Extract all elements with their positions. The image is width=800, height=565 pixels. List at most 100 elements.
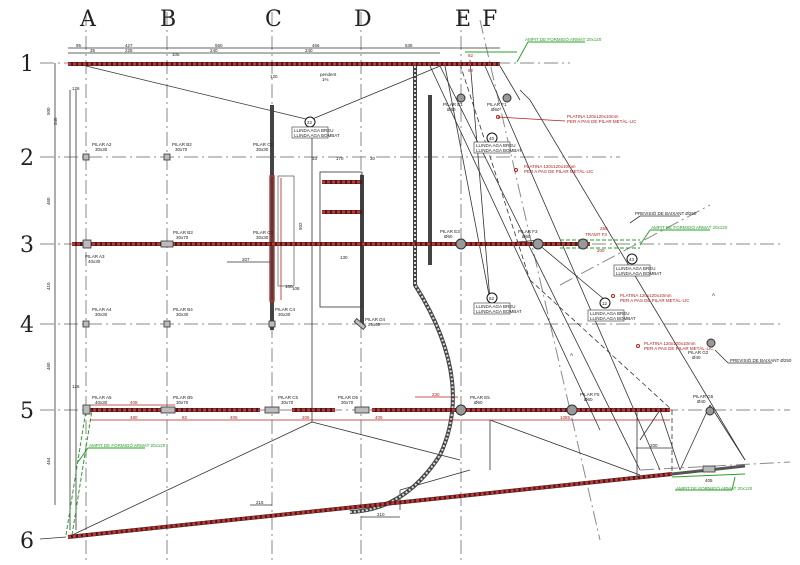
pillar-b4-label: PILAR B4 (173, 307, 193, 312)
plate-note-2: PER A PAS DE PILAR METÀL·LIC (567, 118, 637, 124)
parapets (65, 41, 746, 536)
column-label-f: F (482, 7, 497, 32)
lintel-tag-line2: LLINDA AGA BOMBAT (590, 316, 636, 321)
section-mark-a: A (570, 352, 573, 357)
pillar-g2-label: PILAR G2 (688, 350, 709, 355)
dimension: 500 (46, 107, 51, 115)
tag-number: 40 (489, 136, 495, 141)
dimension: 460 (46, 197, 51, 205)
dimension: 456 (312, 43, 320, 48)
plate-note: PLATINA 120x120x10mm (620, 293, 672, 298)
dimension: 405 (230, 415, 238, 420)
slab-outlines (67, 59, 746, 538)
dimension: 230 (432, 392, 440, 397)
dimensions: 95 427 550 456 535 35 225 105 240 120 24… (46, 43, 713, 518)
dimension: 82 (468, 68, 474, 73)
dimension: 535 (405, 43, 413, 48)
plate-note: PLATINA 120x120x10mm (567, 114, 619, 119)
plate-note-2: PER A PAS DE PILAR METÀL·LIC (620, 297, 690, 303)
dimension: 550 (215, 43, 223, 48)
lintel-tag-line1: LLINDA AGA BREU (590, 311, 630, 316)
tag-number: 52 (489, 296, 495, 301)
dimension: 62 (468, 53, 474, 58)
parapet-note: AMPIT DE FORMIGÓ ARMAT 20x120 (89, 442, 166, 448)
walls (54, 63, 432, 530)
pillar-f5-label: PILAR F5 (580, 392, 600, 397)
dimension: 35 (90, 48, 96, 53)
downpipe-note: PREVISIÓ DE BAIXANT Ø250 (730, 357, 792, 363)
row-label-3: 3 (20, 233, 34, 258)
row-labels: 1 2 3 4 5 6 (20, 52, 67, 554)
pillar-e3-label: PILAR E3 (440, 229, 460, 234)
pillar-a3-label: PILAR A3 (85, 254, 105, 259)
column-label-a: A (79, 7, 97, 32)
column-label-c: C (265, 7, 282, 32)
downpipe-note: PREVISIÓ DE BAIXANT Ø250 (635, 210, 697, 216)
lintel-tags: 22 LLINDA AGA BREU LLINDA AGA BOMBAT 40 … (291, 116, 662, 322)
columns (82, 93, 716, 416)
pillar-e5-label: PILAR E5 (470, 395, 490, 400)
dimension: 100 (285, 284, 293, 289)
lintel-tag-line1: LLINDA AGA BREU (476, 143, 516, 148)
dimension: 126 (72, 384, 80, 389)
tramt-label: TRAMT F3 (585, 232, 607, 237)
pillar-f1-label: PILAR F1 (487, 102, 507, 107)
dimension: 130 (340, 255, 348, 260)
plate-note-2: PER A PAS DE PILAR METÀL·LIC (524, 168, 594, 174)
pillar-b2-label: PILAR B2 (172, 142, 192, 147)
dimension: 126 (72, 86, 80, 91)
plate-note: PLATINA 120x120x10mm (644, 341, 696, 346)
lintel-tag-line2: LLINDA AGA BOMBAT (294, 133, 340, 138)
beams (67, 62, 746, 539)
lintel-tag-line1: LLINDA AGA BREU (294, 128, 334, 133)
dimension: 1085 (560, 415, 571, 420)
dimension: 170 (336, 156, 344, 161)
pillar-d5-label: PILAR D5 (338, 395, 359, 400)
row-label-5: 5 (20, 399, 34, 424)
tag-number: 43 (629, 257, 635, 262)
pillar-a2-label: PILAR A2 (92, 142, 112, 147)
parapet-note: AMPIT DE FORMIGÓ ARMAT 20x120 (676, 485, 753, 491)
dimension: 502 (298, 222, 303, 230)
dimension: 427 (125, 43, 133, 48)
slope-value: 1% (322, 77, 329, 82)
lintel-tag-line2: LLINDA AGA BOMBAT (616, 271, 662, 276)
dimension: 340 (53, 117, 58, 125)
lintel-tag-line1: LLINDA AGA BREU (616, 266, 656, 271)
dimension: 240 (305, 48, 313, 53)
dimension: 82 (182, 415, 188, 420)
pillar-c4-label: PILAR C4 (275, 307, 296, 312)
slope-note: pendent (320, 72, 337, 77)
row-label-4: 4 (20, 313, 34, 338)
dimension: 30 (370, 156, 376, 161)
section-mark-a: A (712, 292, 715, 297)
column-labels: A B C D E F (79, 7, 497, 32)
pillar-d4-label: PILAR D4 (365, 317, 386, 322)
dimension: 200 (597, 248, 605, 253)
dimension: 105 (172, 52, 180, 57)
pillar-c2-label: PILAR C2 (253, 142, 274, 147)
parapet-note: AMPIT DE FORMIGÓ ARMAT 20x120 (651, 224, 728, 230)
column-label-e: E (455, 7, 471, 32)
lintel-tag-line2: LLINDA AGA BOMBAT (476, 148, 522, 153)
plate-note: PLATINA 120x120x10mm (524, 164, 576, 169)
dimension: 225 (125, 48, 133, 53)
pillar-c5-label: PILAR C5 (278, 395, 299, 400)
